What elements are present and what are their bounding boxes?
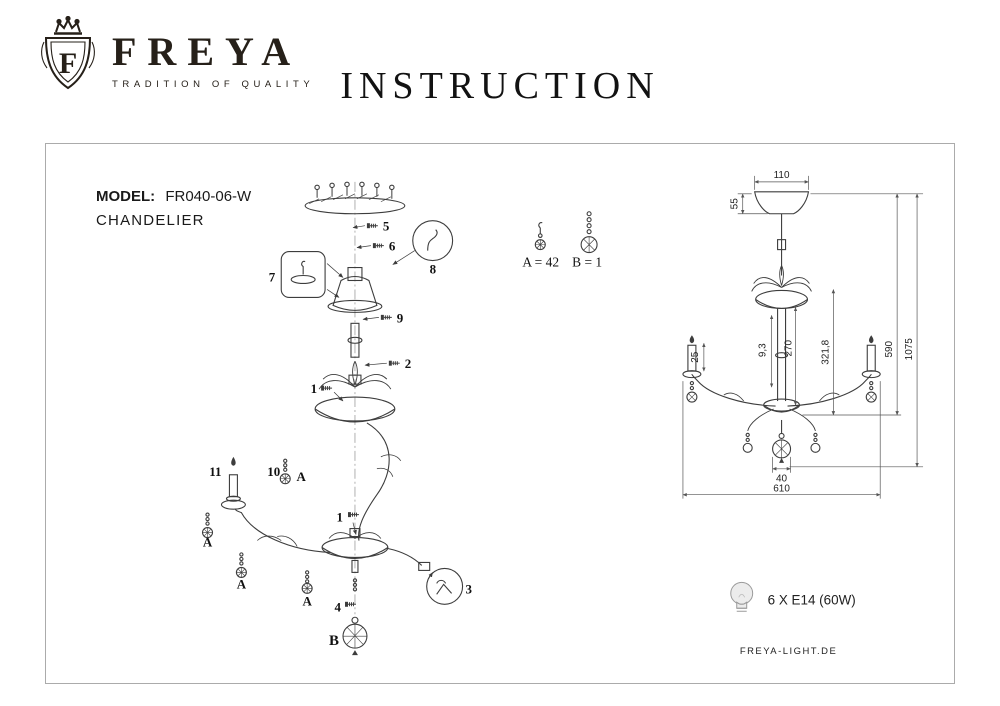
dim-overall-height: 1075: [904, 338, 915, 361]
page-title: INSTRUCTION: [340, 65, 660, 107]
callout-5: 5: [383, 219, 389, 234]
model-value: FR040-06-W: [165, 188, 252, 205]
body-crown-bowl: [751, 265, 812, 309]
dim-body-height: 590: [884, 340, 895, 357]
callout-8: 8: [430, 262, 437, 277]
callout-1-lower: 1: [337, 510, 343, 525]
brand-tagline: TRADITION OF QUALITY: [112, 79, 315, 90]
right-arm-front: [787, 335, 881, 407]
callout-3: 3: [466, 581, 473, 596]
dimension-lines: [682, 175, 924, 499]
hook-detail-circle: [392, 220, 454, 265]
dim-arm-drop: 321,8: [820, 339, 831, 364]
screw-part-5: [352, 222, 379, 230]
threaded-rod: [347, 322, 363, 358]
arm-joint-pliers-detail: [387, 547, 464, 605]
callout-a-3: A: [237, 576, 247, 591]
screw-part-1-lower: [347, 511, 360, 535]
central-column: [775, 308, 789, 402]
exploded-diagram: 5 6 8 7 9 2 1 11 10 A A A A 1 3 4 B A = …: [201, 181, 602, 656]
screw-part-2: [364, 360, 401, 367]
bulb-icon: [730, 581, 754, 612]
product-type: CHANDELIER: [96, 212, 205, 229]
callout-7: 7: [269, 269, 276, 284]
dim-total-width: 610: [773, 484, 790, 495]
model-line: MODEL: FR040-06-W: [96, 188, 251, 205]
crest-letter: F: [59, 47, 77, 80]
callout-a-4: A: [302, 593, 312, 608]
down-arm: [358, 422, 402, 541]
callout-1-upper: 1: [311, 381, 317, 396]
ceiling-plate: [304, 181, 406, 215]
dim-canopy-height: 55: [730, 198, 741, 210]
dim-canopy-width: 110: [774, 170, 790, 181]
lower-hub: [301, 528, 389, 594]
part-b-sample: [580, 211, 598, 254]
dim-column-offset: 9,3: [758, 343, 769, 357]
freya-crest-icon: F: [41, 16, 95, 90]
callout-b: B: [329, 633, 339, 649]
shield-icon: [44, 37, 92, 90]
callout-2: 2: [405, 356, 411, 371]
left-arm-front: [682, 335, 776, 407]
part-a-sample: [534, 222, 546, 251]
bottom-finial: [342, 559, 368, 656]
brand-name: FREYA: [112, 29, 302, 74]
screw-part-9: [362, 314, 393, 321]
center-drop-ball: [772, 419, 792, 463]
callout-10: 10: [267, 464, 280, 479]
callout-11: 11: [209, 464, 221, 479]
pendant-part-10-a: [279, 458, 291, 485]
canopy-detail-box: [280, 251, 344, 298]
dim-finial-width: 40: [776, 474, 788, 485]
model-label: MODEL:: [96, 188, 156, 205]
screw-part-1-upper: [320, 385, 344, 402]
callout-6: 6: [389, 239, 396, 254]
dimension-diagram: 110 55 25 9,3 270 321,8 590 1075 40 610 …: [682, 170, 924, 657]
canopy-front: [754, 191, 810, 215]
dimensions-panel: 110 55 25 9,3 270 321,8 590 1075 40 610 …: [648, 143, 955, 684]
screw-part-6: [356, 242, 385, 250]
callout-a-2: A: [203, 535, 213, 550]
left-arm-candle: [201, 456, 331, 578]
freya-logo: F FREYA TRADITION OF QUALITY: [38, 16, 314, 102]
legend-b-count: B = 1: [572, 255, 602, 270]
canopy: [327, 266, 383, 313]
suspension-rod: [777, 213, 787, 276]
callout-4: 4: [335, 599, 342, 614]
dim-candle-height: 25: [690, 351, 701, 363]
callout-a-1: A: [296, 469, 306, 484]
inner-curls-pendants: [742, 408, 821, 453]
upper-hub: [314, 360, 396, 423]
dim-column-height: 270: [784, 339, 795, 356]
legend-a-count: A = 42: [522, 255, 559, 270]
assembly-panel: MODEL: FR040-06-W CHANDELIER: [45, 143, 649, 684]
website-label: FREYA-LIGHT.DE: [740, 646, 837, 657]
callout-9: 9: [397, 310, 403, 325]
bulb-spec: 6 X E14 (60W): [768, 592, 856, 607]
